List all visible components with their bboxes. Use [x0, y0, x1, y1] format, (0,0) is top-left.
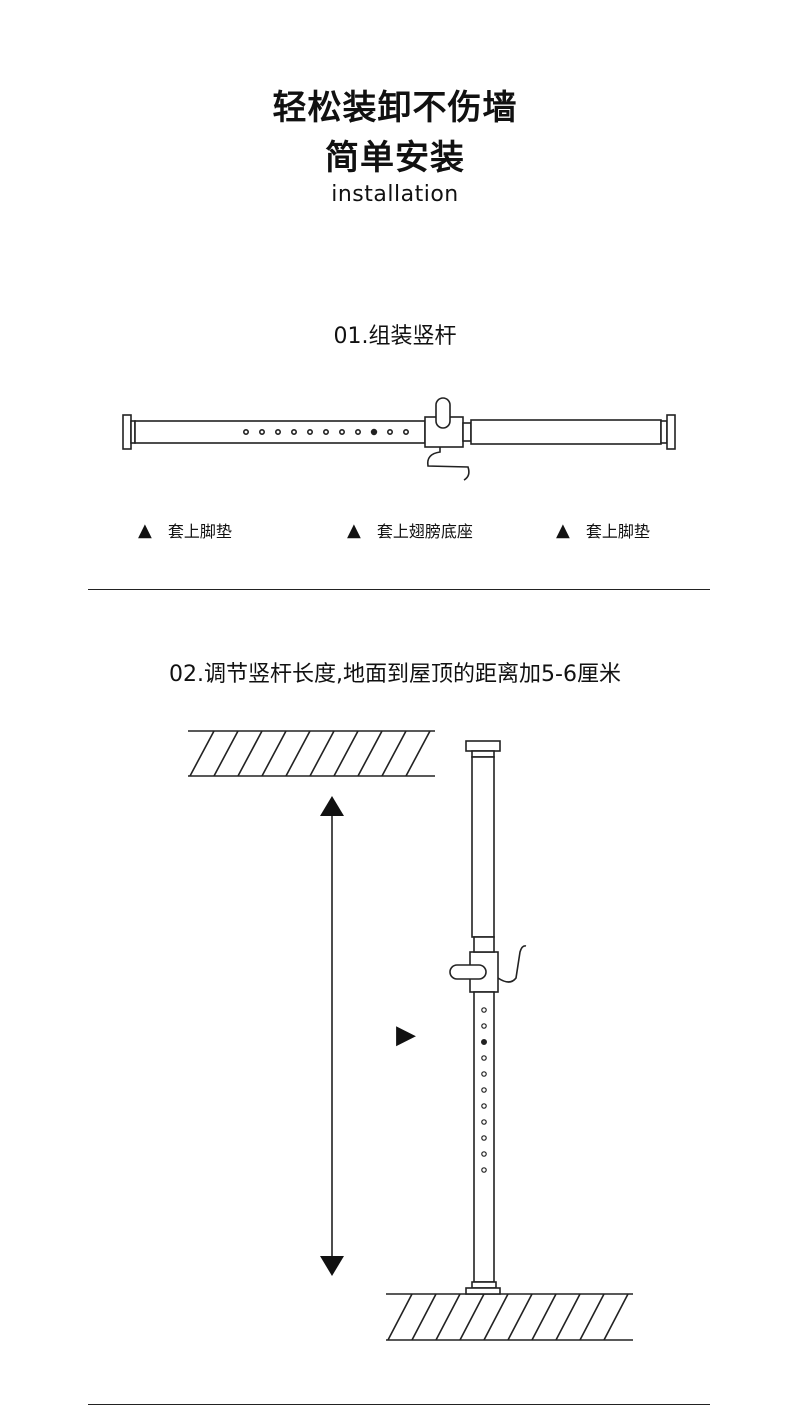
upper-tube: [471, 756, 495, 938]
right-foot-cap: [666, 414, 676, 450]
right-foot-collar: [660, 420, 668, 444]
step1-label-middle: ▲ 套上翅膀底座: [347, 518, 473, 542]
bottom-foot-cap: [465, 1287, 501, 1295]
adjustment-holes: [243, 428, 409, 436]
top-foot-cap: [465, 740, 501, 752]
label-text: 套上翅膀底座: [376, 522, 473, 541]
wing-hook: [497, 945, 527, 983]
lower-tube: [473, 991, 495, 1283]
bottom-foot-collar: [471, 1281, 497, 1289]
floor-hatch: [386, 1293, 633, 1341]
right-tube: [470, 419, 662, 445]
left-foot-cap: [122, 414, 132, 450]
page-title-line1: 轻松装卸不伤墙: [272, 88, 518, 128]
horizontal-pole-diagram: [122, 397, 676, 481]
clamp-knob: [449, 964, 487, 980]
step1-title: 01.组装竖杆: [333, 324, 457, 349]
triangle-icon: ▲: [556, 519, 570, 541]
wing-hook: [426, 447, 470, 481]
label-text: 套上脚垫: [585, 522, 650, 541]
vertical-pole-diagram: [188, 730, 633, 1341]
ceiling-hatch: [188, 730, 435, 777]
pointer-icon: ▶: [396, 1020, 416, 1050]
label-text: 套上脚垫: [167, 522, 232, 541]
section-divider-1: [88, 589, 710, 590]
triangle-icon: ▲: [138, 519, 152, 541]
section-divider-2: [88, 1404, 710, 1405]
step1-label-left: ▲ 套上脚垫: [138, 518, 232, 542]
adjustment-holes: [481, 1007, 488, 1173]
step2-title: 02.调节竖杆长度,地面到屋顶的距离加5-6厘米: [169, 662, 621, 687]
arrow-up-icon: [320, 796, 344, 816]
page-subtitle: installation: [331, 182, 459, 207]
clamp-knob: [435, 397, 451, 429]
arrow-down-icon: [320, 1256, 344, 1276]
step1-label-right: ▲ 套上脚垫: [556, 518, 650, 542]
triangle-icon: ▲: [347, 519, 361, 541]
page-title-line2: 简单安装: [325, 138, 465, 178]
